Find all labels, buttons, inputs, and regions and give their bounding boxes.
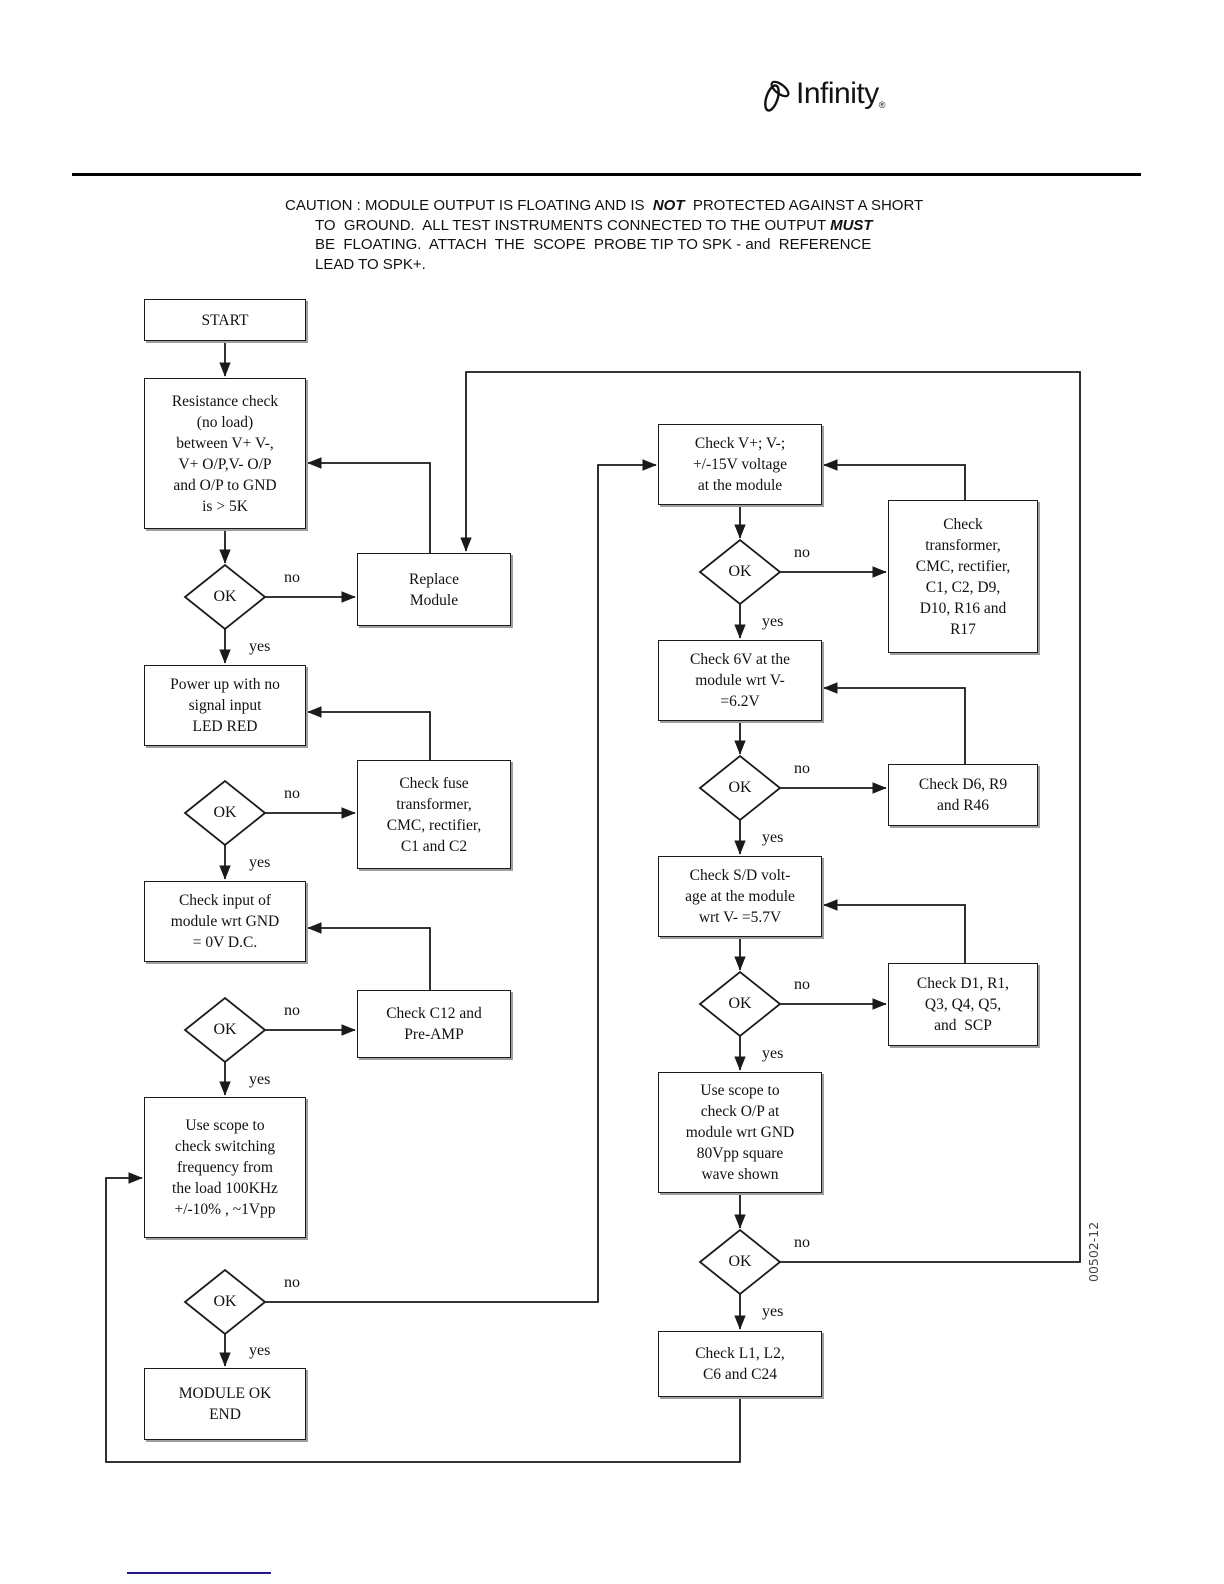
- edge-okr4-no-replace: [460, 371, 1081, 1263]
- edge-checkfuse-loop-powerup: [307, 706, 431, 760]
- decision-ok-5: [698, 538, 782, 606]
- yes-label-4: yes: [249, 1342, 271, 1359]
- logo-wordmark: Infinity: [796, 77, 879, 110]
- footer-link[interactable]: [127, 1572, 271, 1574]
- edge-checkd6-loop-check6v: [823, 682, 966, 764]
- ok-label-7: OK: [728, 995, 752, 1012]
- no-label-8: no: [794, 1234, 810, 1251]
- no-label-6: no: [794, 760, 810, 777]
- edge-replace-loop-resistance: [307, 457, 431, 553]
- ok-label-5: OK: [728, 563, 752, 580]
- decision-ok-6: [698, 754, 782, 822]
- no-label-1: no: [284, 569, 300, 586]
- ok-label-1: OK: [213, 588, 237, 605]
- node-use-scope-output: Use scope to check O/P at module wrt GND…: [658, 1072, 822, 1193]
- header-rule: [72, 173, 1141, 176]
- node-check-v-plus: Check V+; V-; +/-15V voltage at the modu…: [658, 424, 822, 505]
- yes-label-8: yes: [762, 1303, 784, 1320]
- caution-line-4: LEAD TO SPK+.: [315, 255, 426, 273]
- edge-checkc12-loop-checkinput: [307, 922, 431, 990]
- edge-ok4-no-checkvplus: [265, 459, 657, 1303]
- caution-text: CAUTION : MODULE OUTPUT IS FLOATING AND …: [285, 196, 923, 274]
- infinity-loop-icon: [764, 80, 790, 112]
- node-check-input: Check input of module wrt GND = 0V D.C.: [144, 881, 306, 962]
- caution-line-2-em: MUST: [830, 216, 873, 234]
- node-check-d6: Check D6, R9 and R46: [888, 764, 1038, 826]
- node-check-transformer: Check transformer, CMC, rectifier, C1, C…: [888, 500, 1038, 653]
- decision-ok-1: [183, 563, 267, 631]
- caution-line-1-em: NOT: [652, 197, 685, 214]
- yes-label-5: yes: [762, 613, 784, 630]
- caution-line-1-pre: CAUTION : MODULE OUTPUT IS FLOATING AND …: [285, 197, 653, 214]
- yes-label-6: yes: [762, 829, 784, 846]
- no-label-3: no: [284, 1002, 300, 1019]
- node-start: START: [144, 299, 306, 341]
- decision-ok-3: [183, 996, 267, 1064]
- doc-number: 00502-12: [1086, 1221, 1101, 1282]
- infinity-logo: Infinity ®: [758, 72, 885, 116]
- decision-ok-8: [698, 1228, 782, 1296]
- node-module-ok-end: MODULE OK END: [144, 1368, 306, 1440]
- node-check-d1: Check D1, R1, Q3, Q4, Q5, and SCP: [888, 963, 1038, 1046]
- decision-ok-4: [183, 1268, 267, 1336]
- no-label-7: no: [794, 976, 810, 993]
- caution-line-2-pre: TO GROUND. ALL TEST INSTRUMENTS CONNECTE…: [315, 216, 831, 234]
- node-use-scope-switching: Use scope to check switching frequency f…: [144, 1097, 306, 1238]
- caution-line-1-post: PROTECTED AGAINST A SHORT: [684, 197, 924, 214]
- node-resistance-check: Resistance check (no load) between V+ V-…: [144, 378, 306, 529]
- yes-label-1: yes: [249, 638, 271, 655]
- node-check-6v: Check 6V at the module wrt V- =6.2V: [658, 640, 822, 721]
- registered-mark: ®: [878, 100, 886, 110]
- caution-line-3: BE FLOATING. ATTACH THE SCOPE PROBE TIP …: [315, 236, 872, 253]
- node-check-fuse: Check fuse transformer, CMC, rectifier, …: [357, 760, 511, 869]
- no-label-5: no: [794, 544, 810, 561]
- no-label-2: no: [284, 785, 300, 802]
- node-check-l1: Check L1, L2, C6 and C24: [658, 1331, 822, 1397]
- node-replace-module: Replace Module: [357, 553, 511, 626]
- ok-label-4: OK: [213, 1293, 237, 1310]
- ok-label-2: OK: [213, 804, 237, 821]
- caution-line-1: CAUTION : MODULE OUTPUT IS FLOATING AND …: [285, 196, 923, 216]
- ok-label-3: OK: [213, 1021, 237, 1038]
- edge-checkl1-loop-usescope1: [105, 1172, 741, 1463]
- yes-label-3: yes: [249, 1071, 271, 1088]
- caution-line-2: TO GROUND. ALL TEST INSTRUMENTS CONNECTE…: [315, 216, 923, 236]
- node-check-c12: Check C12 and Pre-AMP: [357, 990, 511, 1058]
- node-check-sd: Check S/D volt- age at the module wrt V-…: [658, 856, 822, 937]
- yes-label-7: yes: [762, 1045, 784, 1062]
- decision-ok-2: [183, 779, 267, 847]
- yes-label-2: yes: [249, 854, 271, 871]
- node-power-up: Power up with no signal input LED RED: [144, 665, 306, 746]
- edge-checkd1-loop-checksd: [823, 899, 966, 963]
- ok-label-8: OK: [728, 1253, 752, 1270]
- no-label-4: no: [284, 1274, 300, 1291]
- decision-ok-7: [698, 970, 782, 1038]
- ok-label-6: OK: [728, 779, 752, 796]
- edge-checktransformer-loop-checkvplus: [823, 459, 966, 500]
